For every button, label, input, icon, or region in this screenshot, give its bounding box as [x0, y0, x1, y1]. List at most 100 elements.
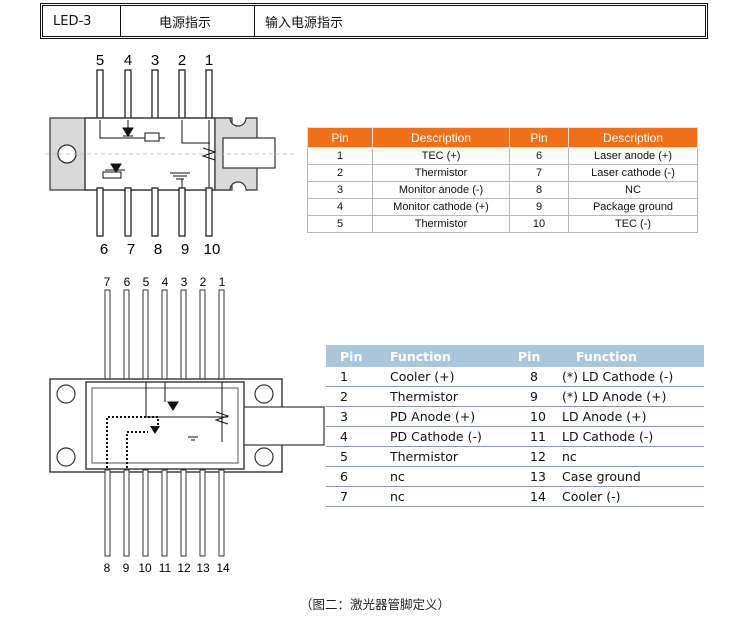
cell: Case ground — [562, 466, 704, 487]
cell: Cooler (-) — [562, 486, 704, 507]
cell: 6 — [509, 147, 569, 165]
cell: 3 — [326, 406, 390, 427]
col-header: Description — [568, 127, 698, 148]
laser-package-diagram-10pin: 5 4 3 2 1 — [45, 52, 295, 258]
cell: Monitor cathode (+) — [372, 198, 510, 216]
pin-label: 5 — [96, 52, 104, 69]
cell: 9 — [509, 198, 569, 216]
table-header-row: Pin Function Pin Function — [326, 345, 704, 367]
top-pin-labels: 5 4 3 2 1 — [96, 52, 213, 69]
ld-dotted-connection — [106, 416, 159, 472]
pin-label: 2 — [200, 275, 207, 289]
pin-label: 4 — [162, 275, 169, 289]
cell: nc — [390, 466, 518, 487]
pin-label: 10 — [138, 561, 152, 575]
cell: 9 — [518, 386, 562, 407]
cell: 14 — [518, 486, 562, 507]
pin-label: 8 — [154, 241, 162, 258]
pin-label: 1 — [205, 52, 213, 69]
internal-circuit — [99, 120, 217, 188]
cell: 8 — [509, 181, 569, 199]
laser-diode-icon — [150, 426, 160, 434]
cell: nc — [390, 486, 518, 507]
pin-label: 5 — [143, 275, 150, 289]
cell: 4 — [326, 426, 390, 447]
col-header: Pin — [509, 127, 569, 148]
fiber-pigtail — [222, 137, 276, 169]
bottom-pins — [104, 469, 225, 557]
figure-caption: （图二：激光器管脚定义） — [299, 597, 450, 612]
cell: TEC (+) — [372, 147, 510, 165]
pin-label: 2 — [178, 52, 186, 69]
pin-label: 4 — [124, 52, 132, 69]
bottom-pin-labels: 6 7 8 9 10 — [100, 241, 221, 258]
cell: 11 — [518, 426, 562, 447]
cell: (*) LD Anode (+) — [562, 386, 704, 407]
pin-label: 11 — [159, 561, 172, 575]
cell: 10 — [509, 215, 569, 233]
cell: nc — [562, 446, 704, 467]
led-name-cell: 电源指示 — [121, 6, 255, 36]
cell: Thermistor — [390, 446, 518, 467]
cell: Thermistor — [372, 164, 510, 182]
cell: Cooler (+) — [390, 367, 518, 387]
pin-label: 7 — [127, 241, 135, 258]
col-header: Pin — [518, 345, 562, 367]
cell: Laser cathode (-) — [568, 164, 698, 182]
pin-label: 7 — [104, 275, 111, 289]
col-header: Description — [372, 127, 510, 148]
cell: 3 — [307, 181, 373, 199]
mount-hole-icon — [56, 447, 76, 467]
col-header: Function — [562, 345, 704, 367]
bottom-pins — [96, 187, 213, 237]
pin-label: 3 — [181, 275, 188, 289]
led-desc-cell: 输入电源指示 — [265, 15, 344, 31]
cell: Thermistor — [390, 386, 518, 407]
top-pins — [96, 69, 213, 121]
mount-hole-icon — [254, 447, 274, 467]
pin-label: 12 — [177, 561, 191, 575]
pin-label: 14 — [216, 561, 230, 575]
cell: LD Cathode (-) — [562, 426, 704, 447]
cell: 7 — [509, 164, 569, 182]
col-header: Function — [390, 345, 518, 367]
cell: Laser anode (+) — [568, 147, 698, 165]
fiber-pigtail — [243, 406, 325, 446]
cell: Thermistor — [372, 215, 510, 233]
table-header-row: Pin Description Pin Description — [307, 127, 698, 148]
cell: PD Cathode (-) — [390, 426, 518, 447]
cell: PD Anode (+) — [390, 406, 518, 427]
top-pin-labels: 7 6 5 4 3 2 1 — [104, 275, 226, 289]
led-code-cell: LED-3 — [43, 6, 121, 36]
pin-label: 13 — [196, 561, 210, 575]
cell: TEC (-) — [568, 215, 698, 233]
cell: LD Anode (+) — [562, 406, 704, 427]
cell: 1 — [326, 367, 390, 387]
cell: 1 — [307, 147, 373, 165]
pin-label: 10 — [204, 241, 221, 258]
cell: 10 — [518, 406, 562, 427]
pin-label: 9 — [181, 241, 189, 258]
top-info-row: LED-3 电源指示 输入电源指示 — [40, 3, 708, 39]
cell: NC — [568, 181, 698, 199]
cell: 2 — [307, 164, 373, 182]
pin-label: 1 — [219, 275, 226, 289]
bottom-pin-labels: 8 9 10 11 12 13 14 — [104, 561, 230, 575]
cell: 5 — [307, 215, 373, 233]
cell: 7 — [326, 486, 390, 507]
cell: 12 — [518, 446, 562, 467]
mount-hole-icon — [56, 384, 76, 404]
cell: 5 — [326, 446, 390, 467]
cell: Monitor anode (-) — [372, 181, 510, 199]
pin-label: 8 — [104, 561, 111, 575]
